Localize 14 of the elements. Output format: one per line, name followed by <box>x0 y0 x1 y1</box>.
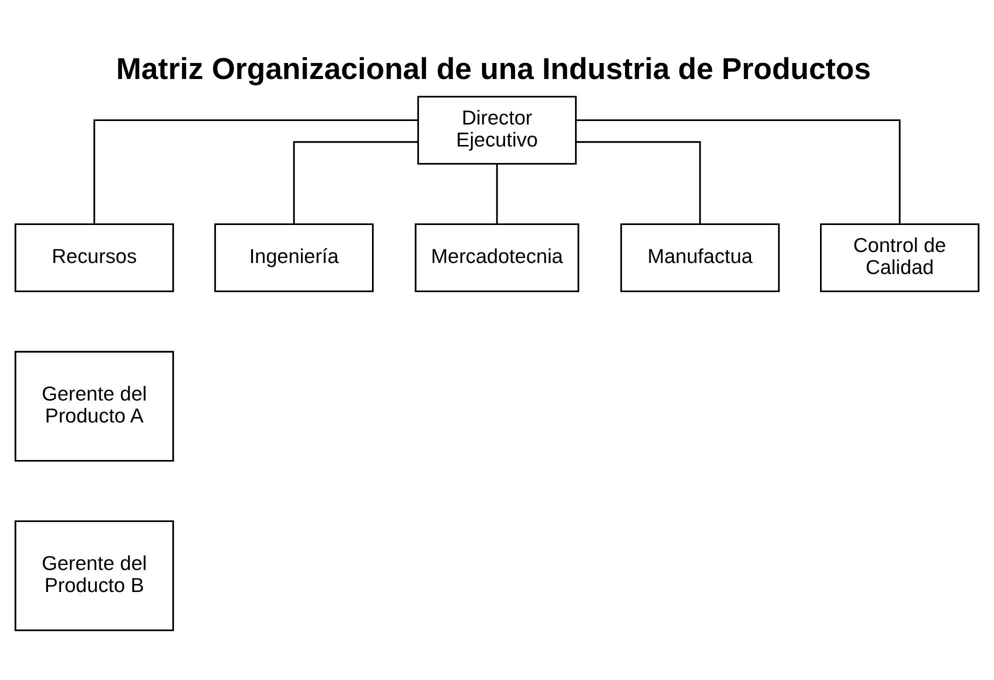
node-box: Recursos <box>14 223 174 292</box>
node-box: Manufactua <box>620 223 780 292</box>
connector <box>293 141 418 224</box>
diagram-title: Matriz Organizacional de una Industria de Productos <box>116 52 871 86</box>
node-box: Ingeniería <box>214 223 374 292</box>
node-box: Director Ejecutivo <box>417 96 577 165</box>
connector <box>576 141 701 224</box>
node-box: Control de Calidad <box>820 223 980 292</box>
node-box: Gerente del Producto B <box>14 520 174 632</box>
connector <box>576 119 901 224</box>
node-box: Gerente del Producto A <box>14 350 174 462</box>
node-box: Mercadotecnia <box>414 223 580 292</box>
connector <box>93 119 418 224</box>
connector <box>496 164 498 224</box>
